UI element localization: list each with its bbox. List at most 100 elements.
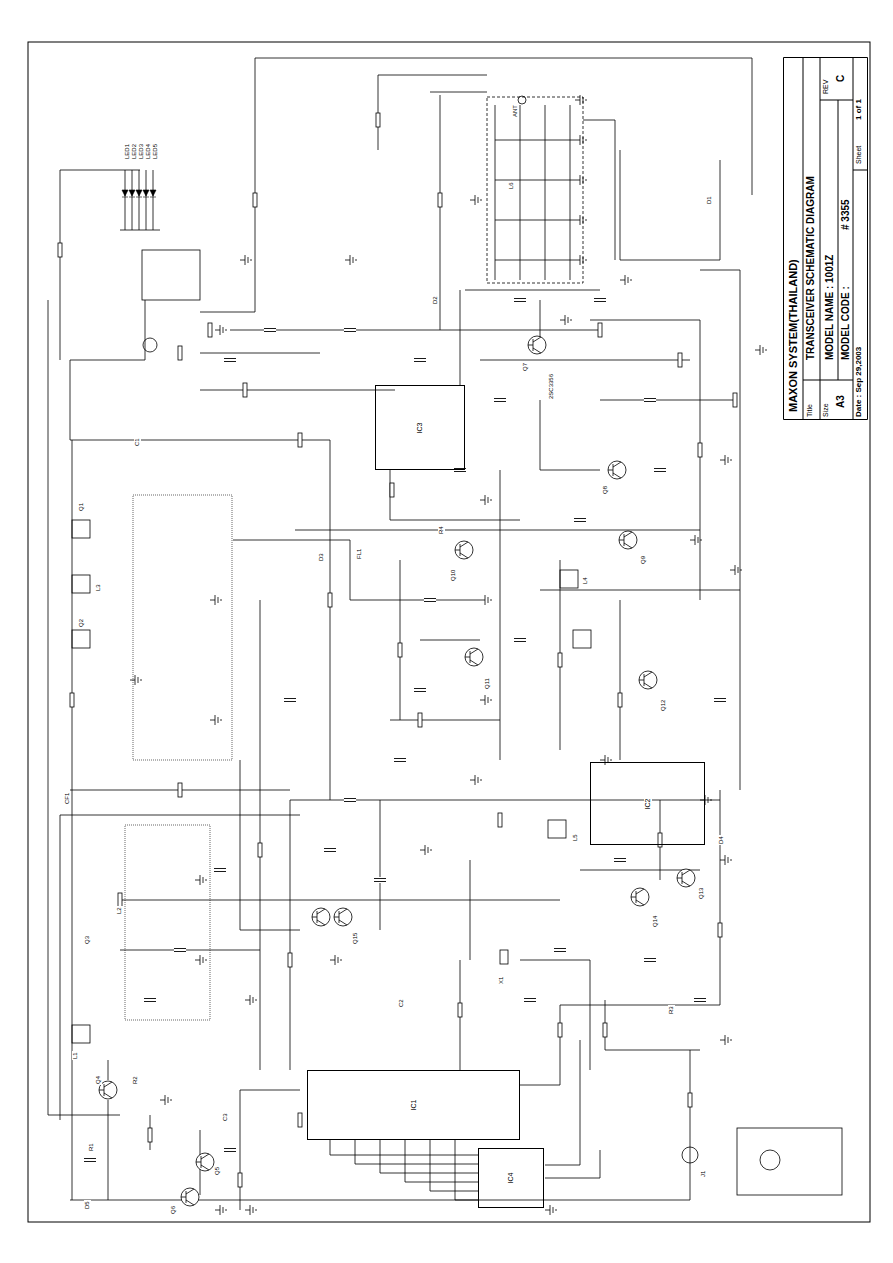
transistor-leads: [639, 672, 652, 688]
rf-block: [125, 825, 210, 1020]
ground-symbol: [575, 135, 586, 145]
ground-symbol: [755, 345, 766, 355]
sheet-border: [28, 42, 870, 1222]
resistor-symbol: [288, 953, 292, 967]
transistor-symbol: [196, 1153, 214, 1171]
resistor-symbol: [208, 323, 212, 337]
capacitor-symbol: [84, 1159, 96, 1162]
ground-symbol: [560, 315, 571, 325]
part-label: Q6: [170, 1205, 177, 1215]
resistor-symbol: [243, 383, 247, 397]
transistor-symbol: [639, 671, 657, 689]
transistor-body: [181, 1188, 199, 1206]
transistor-symbol: [312, 908, 330, 926]
ground-symbol: [720, 855, 731, 865]
capacitor-gap: [224, 1147, 236, 1153]
capacitor-gap: [554, 947, 566, 953]
coil-can: [548, 820, 566, 838]
ground-symbol: [195, 955, 206, 965]
ground-symbol: [420, 845, 431, 855]
title-block-text: Date : Sep 29,2003: [855, 347, 864, 417]
title-block-text: A3: [835, 395, 846, 408]
ic-name: IC3: [416, 421, 424, 434]
ground-symbol: [480, 595, 491, 605]
capacitor-symbol: [144, 999, 156, 1002]
transistor-body: [631, 888, 649, 906]
capacitor-gap: [414, 687, 426, 693]
ground-symbol: [245, 1205, 256, 1215]
ic-box: IC2: [590, 762, 705, 845]
capacitor-gap: [644, 957, 656, 963]
part-label: C3: [222, 1112, 229, 1122]
capacitor-symbol: [374, 879, 386, 882]
ground-symbol: [620, 275, 631, 285]
resistor-symbol: [558, 653, 562, 667]
ground-symbol: [240, 255, 251, 265]
capacitor-gap: [414, 357, 426, 363]
transistor-leads: [312, 909, 325, 925]
transistor-leads: [528, 337, 541, 353]
capacitor-symbol: [644, 399, 656, 402]
part-label: Q1: [78, 502, 85, 512]
capacitor-gap: [714, 697, 726, 703]
transistor-leads: [465, 649, 478, 665]
transistor-symbol: [334, 908, 352, 926]
transistor-leads: [334, 909, 347, 925]
ground-symbol: [345, 255, 356, 265]
coil-can: [560, 570, 578, 588]
lamp-symbol: [143, 338, 157, 352]
capacitor-symbol: [264, 329, 276, 332]
part-label: D4: [718, 835, 725, 845]
part-label: Q4: [95, 1075, 102, 1085]
resistor-symbol: [328, 593, 332, 607]
resistor-symbol: [178, 346, 182, 360]
resistor-symbol: [258, 843, 262, 857]
capacitor-symbol: [394, 759, 406, 762]
ground-symbol: [195, 875, 206, 885]
ground-symbol: [690, 535, 701, 545]
title-block-lines: [784, 57, 869, 420]
ground-symbol: [210, 595, 221, 605]
ground-symbol: [215, 325, 226, 335]
ground-symbol: [245, 995, 256, 1005]
title-block-text: # 3355: [840, 199, 851, 230]
transistor-body: [677, 869, 695, 887]
antenna-jack: [518, 96, 526, 104]
part-label: LED2: [131, 143, 138, 160]
resistor-symbol: [390, 483, 394, 497]
ic-box: IC1: [307, 1070, 520, 1140]
transistor-body: [334, 908, 352, 926]
title-block-text: MAXON SYSTEM(THAILAND): [787, 259, 799, 412]
part-label: Q12: [660, 699, 667, 712]
ic-box: IC4: [478, 1148, 544, 1208]
capacitor-gap: [284, 697, 296, 703]
part-label: D2: [432, 295, 439, 305]
capacitor-gap: [394, 757, 406, 763]
transistor-body: [608, 461, 626, 479]
resistor-symbol: [238, 1173, 242, 1187]
capacitor-symbol: [514, 299, 526, 302]
ic-name: IC2: [644, 797, 652, 810]
capacitor-gap: [424, 597, 436, 603]
transistor-symbol: [619, 531, 637, 549]
capacitor-symbol: [224, 359, 236, 362]
capacitor-symbol: [594, 299, 606, 302]
capacitor-gap: [84, 1157, 96, 1163]
title-block-text: Size: [822, 403, 830, 417]
transistor-leads: [608, 462, 621, 478]
resistor-symbol: [376, 113, 380, 127]
capacitor-symbol: [554, 949, 566, 952]
capacitor-symbol: [324, 849, 336, 852]
resistor-symbol: [70, 693, 74, 707]
capacitor-symbol: [524, 999, 536, 1002]
part-label: D3: [318, 552, 325, 562]
part-label: L3: [95, 583, 102, 592]
part-label: L2: [116, 906, 123, 915]
ground-symbol: [480, 695, 491, 705]
capacitor-symbol: [644, 959, 656, 962]
part-label: Q2: [78, 618, 85, 628]
if-block: [133, 495, 232, 760]
capacitor-symbol: [494, 399, 506, 402]
part-label: L5: [572, 833, 579, 842]
capacitor-gap: [264, 327, 276, 333]
